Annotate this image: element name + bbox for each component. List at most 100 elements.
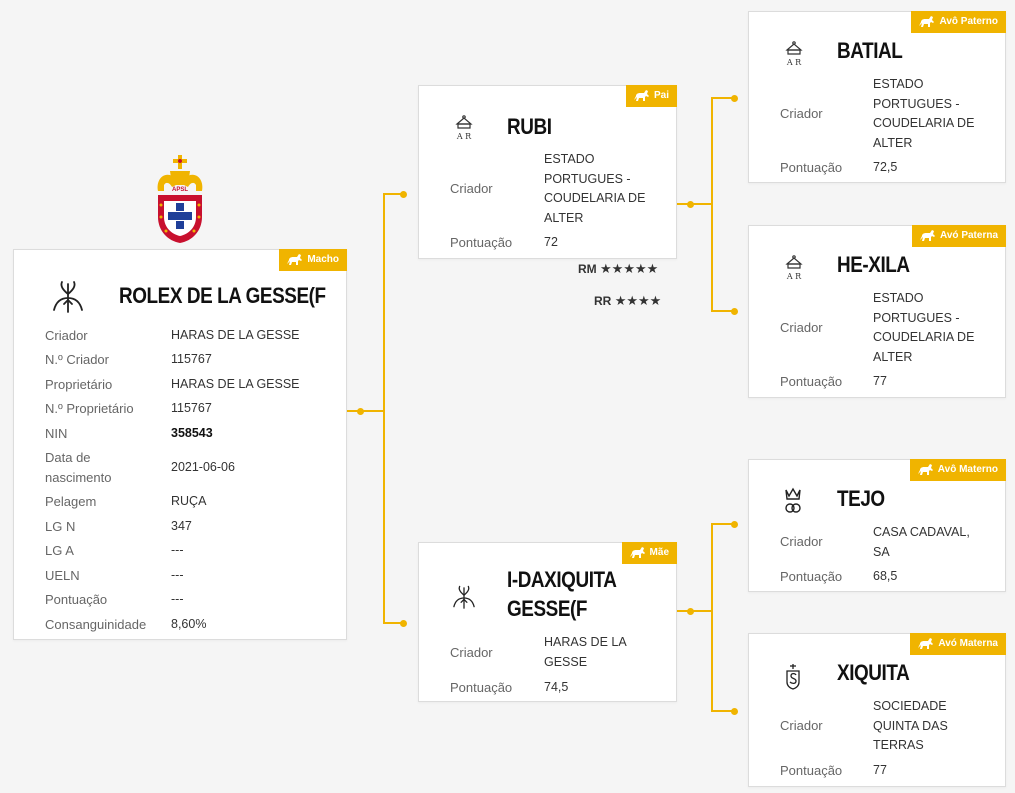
connector-dot <box>730 94 738 102</box>
maternal-grandsire-badge-label: Avô Materno <box>937 464 998 475</box>
paternal-granddam-badge: Avó Paterna <box>912 225 1006 247</box>
connector-dot <box>399 190 407 198</box>
main-horse-card[interactable]: Macho ROLEX DE LA GESSE(F Criador HARAS … <box>13 249 347 640</box>
connector-line <box>711 97 713 311</box>
connector-line <box>383 622 403 624</box>
maternal-granddam-name: XIQUITA <box>837 660 910 685</box>
criador-label: Criador <box>45 328 88 343</box>
pelagem-label: Pelagem <box>45 494 97 509</box>
sire-pontuacao-label: Pontuação <box>450 235 513 250</box>
brand-mark-icon <box>50 280 86 321</box>
paternal-grandsire-badge: Avô Paterno <box>911 11 1006 33</box>
nin-label: NIN <box>45 426 68 441</box>
ueln-value: --- <box>171 568 184 582</box>
crest-icon: APSL <box>152 155 208 245</box>
paternal-grandsire-pontuacao-label: Pontuação <box>780 160 843 175</box>
criador-value: HARAS DE LA GESSE <box>171 328 300 342</box>
sire-badge: Pai <box>625 85 677 107</box>
paternal-granddam-card[interactable]: Avó Paterna A R HE-XILA Criador ESTADO P… <box>748 225 1006 398</box>
horse-name: ROLEX DE LA GESSE(F <box>119 283 326 308</box>
connector-line <box>383 193 385 623</box>
connector-dot <box>686 607 694 615</box>
sire-card[interactable]: Pai A R RUBI Criador ESTADO PORTUGUES - … <box>418 85 677 259</box>
lg-a-value: --- <box>171 543 184 557</box>
maternal-granddam-badge-label: Avó Materna <box>938 638 998 649</box>
ueln-label: UELN <box>45 568 80 583</box>
dam-name-line2: GESSE(F <box>507 596 588 621</box>
rm-rating: RM ★★★★★ <box>578 261 658 277</box>
maternal-grandsire-badge: Avô Materno <box>909 459 1006 481</box>
data-nascimento-value: 2021-06-06 <box>171 460 235 474</box>
svg-text:A R: A R <box>786 272 802 281</box>
sire-pontuacao-value: 72 <box>544 235 558 249</box>
pontuacao-value: --- <box>171 592 184 606</box>
maternal-granddam-criador-label: Criador <box>780 718 823 733</box>
connector-dot <box>399 619 407 627</box>
paternal-granddam-criador-value: ESTADO PORTUGUES - COUDELARIA DE ALTER <box>873 291 975 364</box>
rm-label: RM <box>578 262 597 276</box>
sex-badge-label: Macho <box>307 254 339 265</box>
sire-criador-label: Criador <box>450 181 493 196</box>
consanguinidade-value: 8,60% <box>171 617 207 631</box>
connector-dot <box>356 407 364 415</box>
brand-mark-icon: A R <box>453 114 475 147</box>
horse-icon <box>916 638 934 650</box>
n-proprietario-label: N.º Proprietário <box>45 401 134 416</box>
dam-name-line1: I-DAXIQUITA <box>507 567 617 592</box>
connector-line <box>677 610 712 612</box>
nin-number: 358543 <box>171 426 213 440</box>
nin-value: 358543 <box>171 424 213 444</box>
paternal-grandsire-pontuacao-value: 72,5 <box>873 160 898 174</box>
paternal-granddam-pontuacao-label: Pontuação <box>780 374 843 389</box>
connector-dot <box>730 520 738 528</box>
proprietario-value: HARAS DE LA GESSE <box>171 377 300 391</box>
star-icon: ★★★★ <box>614 293 662 308</box>
connector-dot <box>686 200 694 208</box>
paternal-grandsire-badge-label: Avô Paterno <box>939 16 998 27</box>
connector-line <box>383 193 403 195</box>
rr-rating: RR ★★★★ <box>594 293 661 309</box>
horse-icon <box>632 90 650 102</box>
brand-mark-icon <box>451 585 477 616</box>
maternal-granddam-pontuacao-value: 77 <box>873 763 887 777</box>
paternal-granddam-name: HE-XILA <box>837 252 910 277</box>
sire-criador-value: ESTADO PORTUGUES - COUDELARIA DE ALTER <box>544 152 646 225</box>
pontuacao-label: Pontuação <box>45 592 108 607</box>
connector-line <box>347 410 384 412</box>
paternal-grandsire-card[interactable]: Avô Paterno A R BATIAL Criador ESTADO PO… <box>748 11 1006 183</box>
dam-criador-value: HARAS DE LA GESSE <box>544 635 626 669</box>
lg-n-label: LG N <box>45 519 76 534</box>
connector-line <box>711 97 734 99</box>
rr-label: RR <box>594 294 612 308</box>
maternal-grandsire-card[interactable]: Avô Materno TEJO Criador CASA CADAVAL, S… <box>748 459 1006 592</box>
sire-name: RUBI <box>507 114 552 139</box>
horse-icon <box>285 254 303 266</box>
dam-pontuacao-label: Pontuação <box>450 680 513 695</box>
maternal-grandsire-criador-value: CASA CADAVAL, SA <box>873 525 970 559</box>
pelagem-value: RUÇA <box>171 494 207 508</box>
proprietario-label: Proprietário <box>45 377 113 392</box>
paternal-grandsire-criador-value: ESTADO PORTUGUES - COUDELARIA DE ALTER <box>873 77 975 150</box>
n-criador-value: 115767 <box>171 352 212 366</box>
connector-dot <box>730 707 738 715</box>
lg-n-value: 347 <box>171 519 192 533</box>
connector-line <box>677 203 712 205</box>
svg-text:A R: A R <box>786 58 802 67</box>
brand-mark-icon: A R <box>783 40 805 73</box>
n-criador-label: N.º Criador <box>45 352 109 367</box>
dam-badge: Mãe <box>621 542 677 564</box>
paternal-granddam-criador-label: Criador <box>780 320 823 335</box>
horse-icon <box>628 547 646 559</box>
sex-badge: Macho <box>279 249 347 271</box>
horse-icon <box>917 16 935 28</box>
connector-line <box>711 523 734 525</box>
maternal-grandsire-pontuacao-label: Pontuação <box>780 569 843 584</box>
connector-line <box>711 710 734 712</box>
sire-badge-label: Pai <box>653 90 669 101</box>
dam-card[interactable]: Mãe I-DAXIQUITA GESSE(F Criador HARAS DE… <box>418 542 677 702</box>
maternal-granddam-card[interactable]: Avó Materna XIQUITA Criador SOCIEDADE QU… <box>748 633 1006 787</box>
maternal-granddam-badge: Avó Materna <box>910 633 1006 655</box>
svg-text:APSL: APSL <box>172 187 188 193</box>
paternal-granddam-pontuacao-value: 77 <box>873 374 887 388</box>
maternal-granddam-criador-value: SOCIEDADE QUINTA DAS TERRAS <box>873 699 948 752</box>
